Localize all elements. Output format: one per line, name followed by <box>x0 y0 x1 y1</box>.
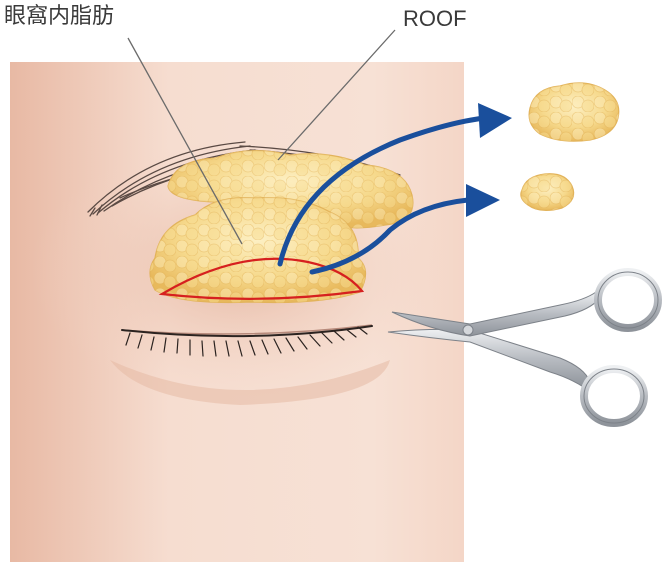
eyelashes <box>121 325 373 357</box>
cheek-shadow <box>110 360 390 405</box>
leader-line-roof <box>277 29 396 161</box>
orbital-fat-label: 眼窩内脂肪 <box>4 4 115 29</box>
scissors-icon <box>387 268 662 427</box>
roof-fat <box>167 150 414 229</box>
arrow-orbital-to-graft <box>309 184 500 275</box>
removed-fat-large <box>528 82 620 142</box>
arrow-roof-to-graft <box>277 103 512 267</box>
incision-line <box>158 257 365 300</box>
removed-fat-small <box>520 173 575 211</box>
leader-line-fat <box>127 37 243 245</box>
orbital-fat <box>149 196 367 304</box>
roof-label: ROOF <box>403 6 467 31</box>
